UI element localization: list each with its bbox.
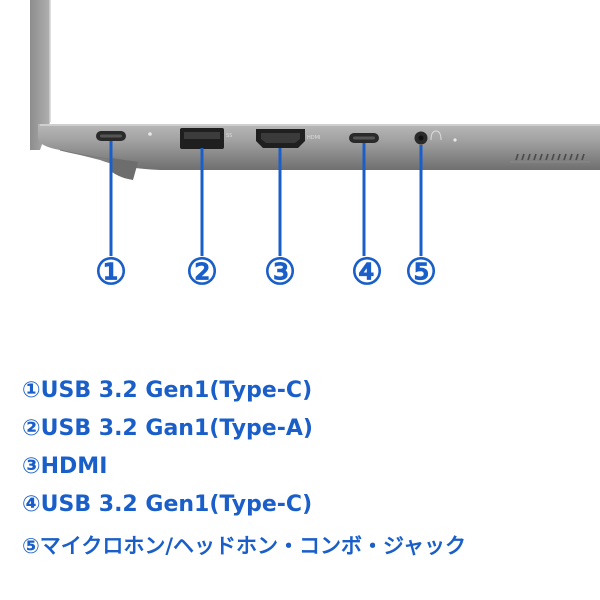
svg-text:SS: SS	[226, 133, 232, 139]
svg-text:HDMI: HDMI	[307, 135, 320, 141]
laptop-lid	[30, 0, 50, 150]
laptop-base	[38, 124, 600, 170]
callout-2: ②	[185, 251, 219, 293]
callout-3: ③	[263, 251, 297, 293]
port-description-3: ③HDMI	[22, 454, 108, 479]
port-description-4: ④USB 3.2 Gen1(Type-C)	[22, 492, 313, 517]
port-description-5: ⑤マイクロホン/ヘッドホン・コンボ・ジャック	[22, 534, 466, 558]
led-indicator	[148, 132, 152, 136]
callout-1: ①	[94, 251, 128, 293]
vent-grille	[515, 153, 585, 161]
laptop-foot	[112, 158, 138, 180]
callout-5: ⑤	[404, 251, 438, 293]
port-description-1: ①USB 3.2 Gen1(Type-C)	[22, 378, 313, 403]
callout-4: ④	[350, 251, 384, 293]
headset-icon	[430, 130, 442, 141]
port-description-2: ②USB 3.2 Gan1(Type-A)	[22, 416, 313, 441]
